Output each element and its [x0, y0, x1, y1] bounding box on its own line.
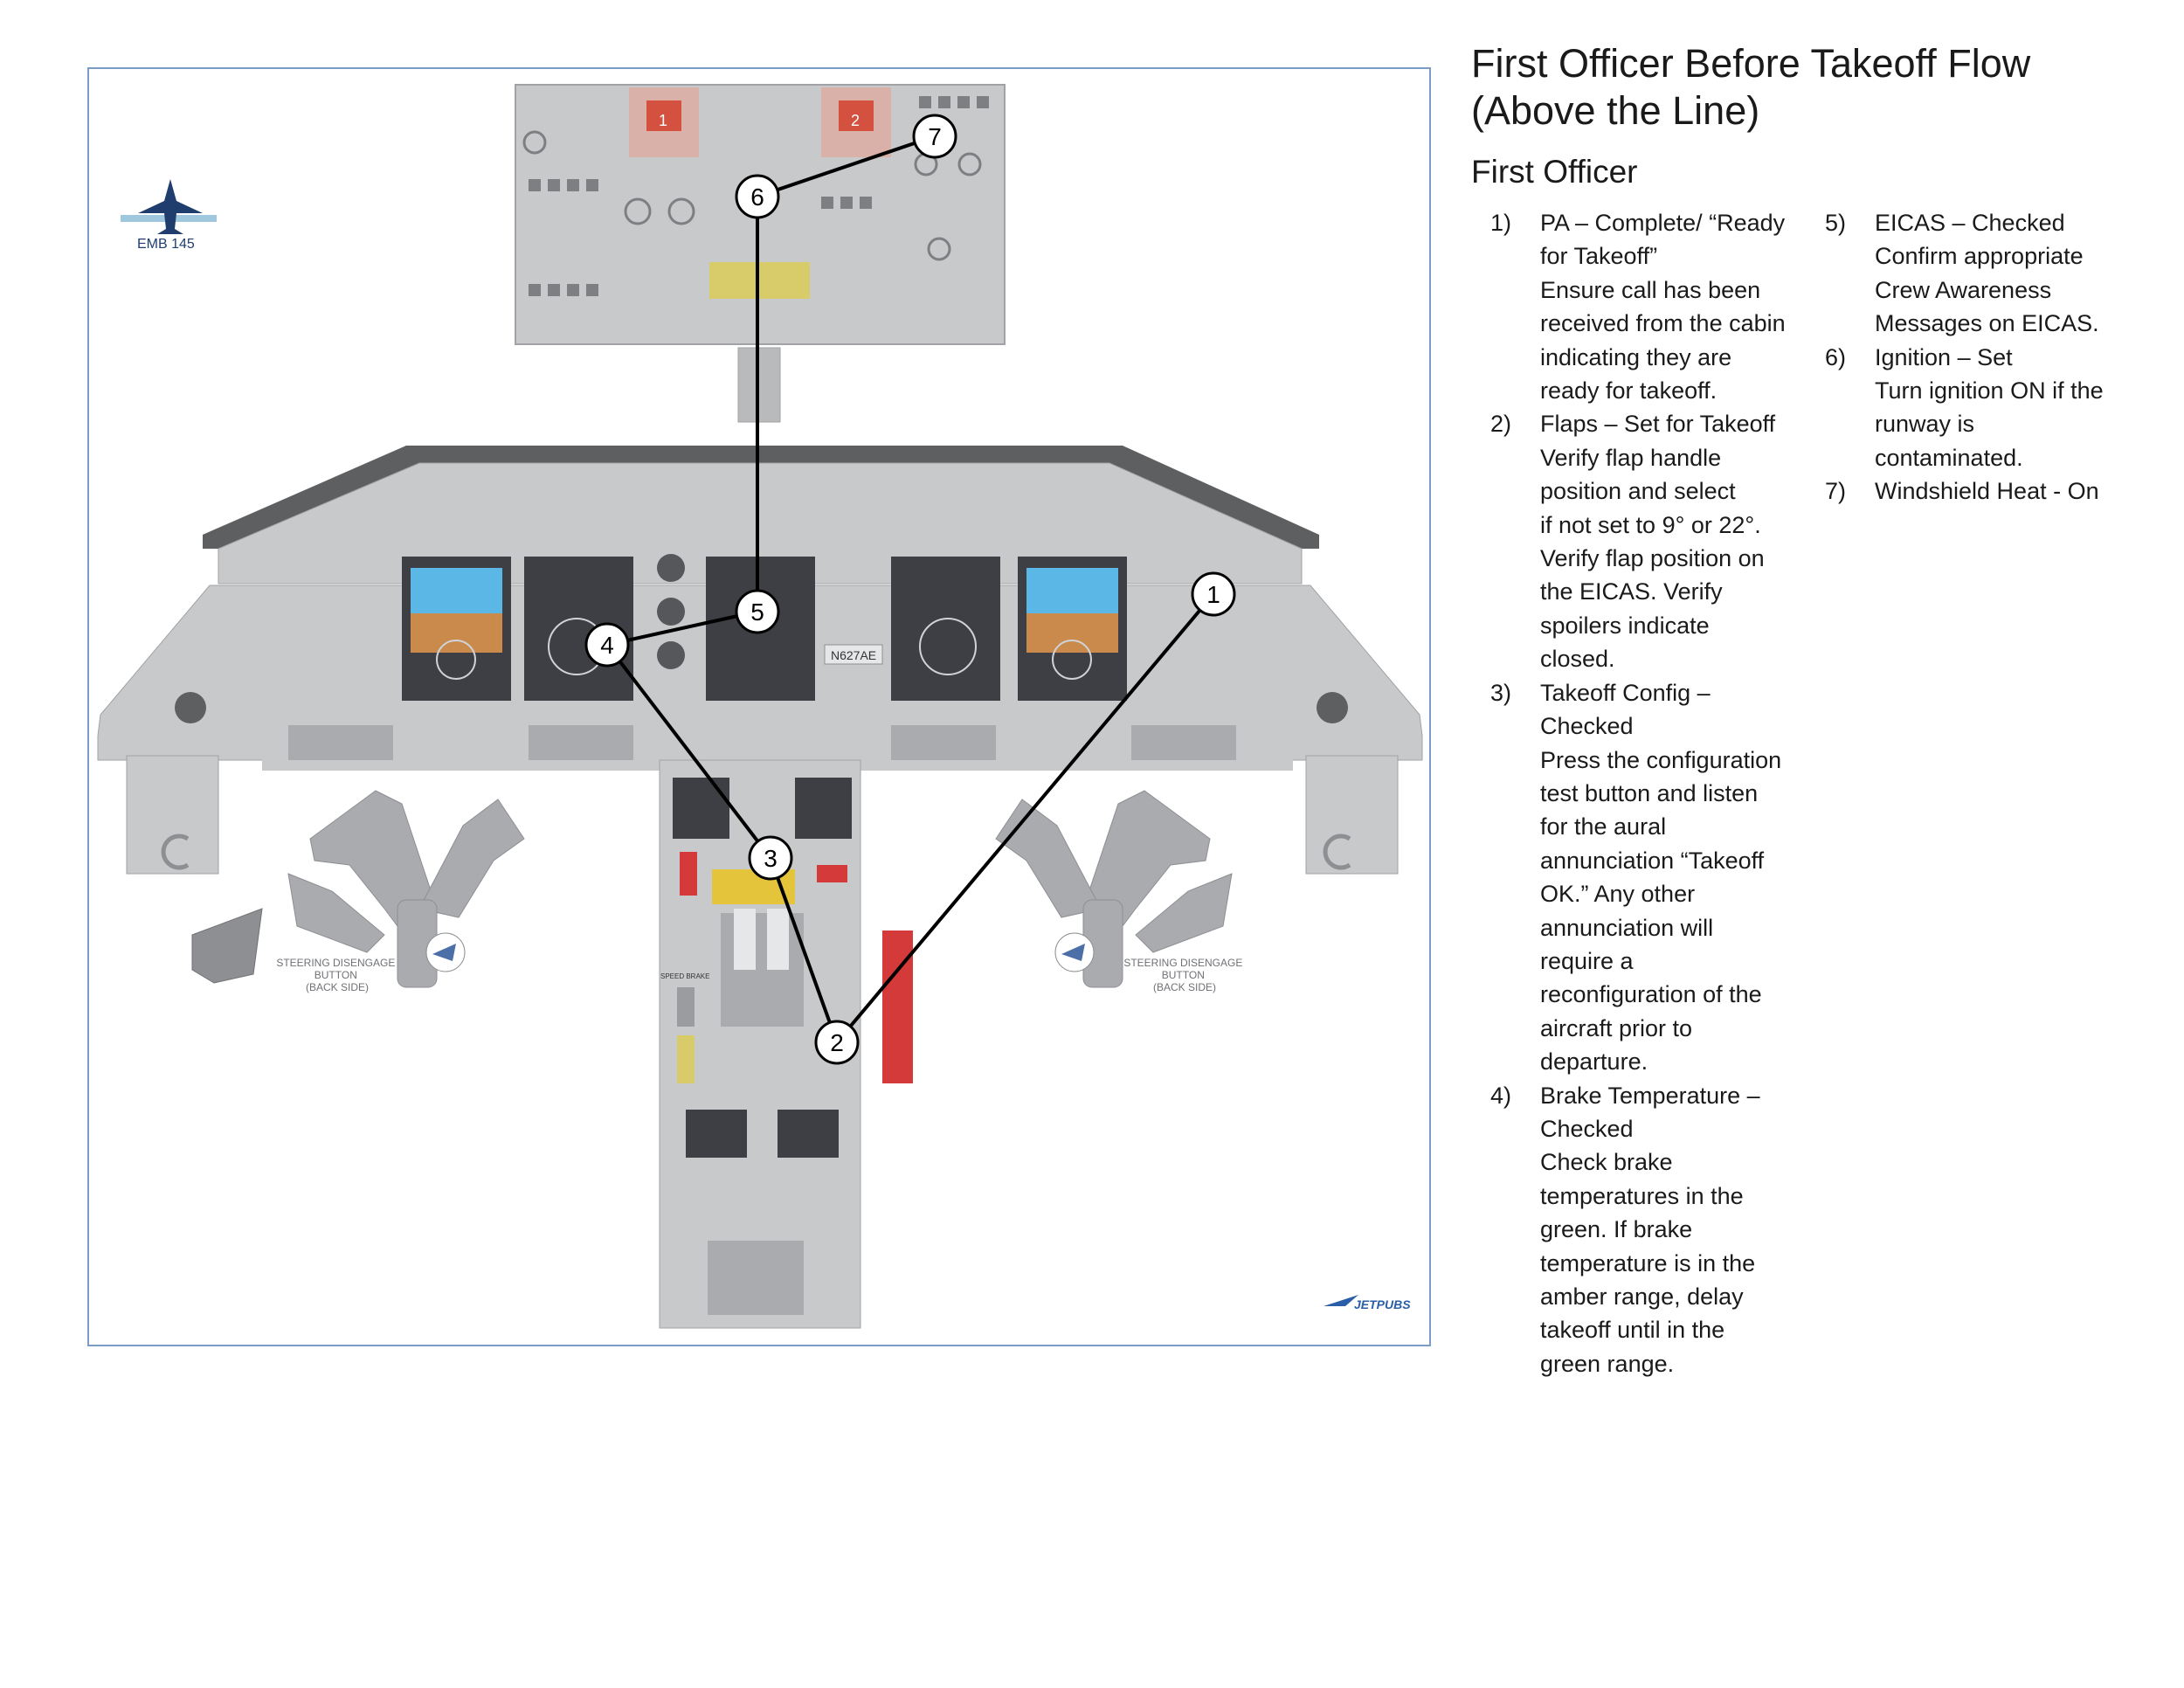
step-text-line: require a — [1540, 947, 1634, 974]
step-text-line: Windshield Heat - On — [1875, 478, 2099, 505]
step-text-line: OK.” Any other — [1540, 881, 1696, 908]
flow-marker-7: 7 — [912, 114, 957, 159]
step-text-line: takeoff until in the — [1540, 1317, 1725, 1344]
jetpubs-swoosh — [1324, 1295, 1358, 1306]
engine-2-label: 2 — [851, 112, 860, 129]
step-text-line: for the aural — [1540, 813, 1667, 841]
step-number: 4) — [1490, 1082, 1512, 1109]
flow-marker-3: 3 — [748, 835, 793, 881]
step-text-line: Check brake — [1540, 1149, 1673, 1176]
tail-number-placard — [824, 644, 883, 665]
step-text-line: green range. — [1540, 1350, 1675, 1377]
step-number: 3) — [1490, 679, 1512, 706]
step-text-line: test button and listen — [1540, 779, 1759, 806]
step-text-line: PA – Complete/ “Ready — [1540, 210, 1786, 236]
step-text-line: contaminated. — [1875, 444, 2023, 471]
step-number: 5) — [1825, 210, 1847, 236]
step-text-line: received from the cabin — [1540, 310, 1786, 337]
emb145-logo-text: EMB 145 — [137, 237, 195, 252]
steering-label-right: STEERING DISENGAGE BUTTON (BACK SIDE) — [1123, 957, 1245, 993]
step-text-line: Flaps – Set for Takeoff — [1540, 411, 1776, 438]
tail-number: N627AE — [831, 648, 876, 662]
step-item: 1) PA – Complete/ “Ready for Takeoff” Ensur… — [1490, 206, 1787, 407]
svg-text:4: 4 — [600, 632, 614, 659]
speed-brake-label: SPEED BRAKE — [660, 972, 709, 980]
role-heading: First Officer — [1471, 154, 1638, 190]
step-text-line: temperatures in the — [1540, 1182, 1744, 1209]
flow-marker-4: 4 — [584, 622, 630, 668]
svg-text:1: 1 — [1206, 581, 1220, 608]
step-text-line: Checked — [1540, 1115, 1634, 1142]
step-text-line: indicating they are — [1540, 343, 1732, 370]
jetpubs-brand: JETPUBS — [1354, 1297, 1411, 1311]
step-text-line: ready for takeoff. — [1540, 377, 1717, 405]
flow-marker-5: 5 — [735, 589, 780, 634]
step-text-line: Turn ignition ON if the — [1875, 377, 2104, 405]
step-text-line: Verify flap handle — [1540, 444, 1722, 471]
mfd-right — [891, 557, 1000, 701]
step-text-line: runway is — [1875, 411, 1975, 438]
svg-text:5: 5 — [750, 598, 764, 626]
step-item: 7) Windshield Heat - On — [1825, 474, 2157, 508]
step-text-line: annunciation will — [1540, 914, 1714, 941]
step-text-line: Takeoff Config – — [1540, 679, 1711, 706]
step-number: 2) — [1490, 411, 1512, 438]
step-text-line: for Takeoff” — [1540, 243, 1658, 270]
step-number: 1) — [1490, 210, 1512, 236]
step-text-line: closed. — [1540, 646, 1615, 673]
step-text-line: position and select — [1540, 478, 1736, 505]
emb145-logo — [121, 179, 217, 234]
svg-text:3: 3 — [764, 845, 778, 872]
step-text-line: the EICAS. Verify — [1540, 578, 1723, 605]
step-text-line: Confirm appropriate — [1875, 243, 2084, 270]
engine-1-label: 1 — [659, 112, 667, 129]
page-title: First Officer Before Takeoff Flow (Above… — [1471, 40, 2153, 135]
step-number: 7) — [1825, 478, 1847, 505]
glareshield — [203, 446, 1319, 585]
page-title-line: (Above the Line) — [1471, 88, 1760, 133]
step-text-line: annunciation “Takeoff — [1540, 847, 1765, 874]
steering-label-left: STEERING DISENGAGE BUTTON (BACK SIDE) — [276, 957, 397, 993]
svg-text:2: 2 — [830, 1029, 844, 1056]
step-text-line: reconfiguration of the — [1540, 981, 1762, 1008]
steps-left-column: 1) PA – Complete/ “Ready for Takeoff” Ensur… — [1490, 206, 1787, 1380]
step-text-line: Crew Awareness — [1875, 276, 2052, 303]
step-text-line: Messages on EICAS. — [1875, 310, 2099, 337]
step-text-line: aircraft prior to — [1540, 1014, 1693, 1041]
tiller-left — [191, 908, 263, 984]
page-title-line: First Officer Before Takeoff Flow — [1471, 41, 2031, 86]
step-text-line: green. If brake — [1540, 1216, 1693, 1243]
step-text-line: temperature is in the — [1540, 1249, 1756, 1276]
step-text-line: Ensure call has been — [1540, 276, 1761, 303]
step-text-line: amber range, delay — [1540, 1283, 1744, 1310]
step-text-line: spoilers indicate — [1540, 612, 1710, 639]
step-text-line: Ignition – Set — [1875, 343, 2013, 370]
cockpit-diagram: 1 2 — [87, 67, 1431, 1346]
step-text-line: if not set to 9° or 22°. — [1540, 511, 1761, 538]
flow-marker-2: 2 — [814, 1020, 860, 1065]
step-text-line: Brake Temperature – — [1540, 1082, 1760, 1109]
step-number: 6) — [1825, 343, 1847, 370]
svg-text:6: 6 — [750, 183, 764, 211]
step-text-line: Verify flap position on — [1540, 545, 1765, 572]
yoke-right — [995, 790, 1233, 988]
flow-marker-6: 6 — [735, 174, 780, 219]
step-text-line: EICAS – Checked — [1875, 210, 2065, 236]
flow-marker-1: 1 — [1191, 571, 1236, 617]
yoke-left — [287, 790, 525, 988]
step-text-line: departure. — [1540, 1048, 1648, 1076]
step-text-line: Checked — [1540, 713, 1634, 740]
svg-text:7: 7 — [928, 123, 942, 150]
step-text-line: Press the configuration — [1540, 746, 1782, 773]
center-pedestal — [673, 778, 913, 1315]
